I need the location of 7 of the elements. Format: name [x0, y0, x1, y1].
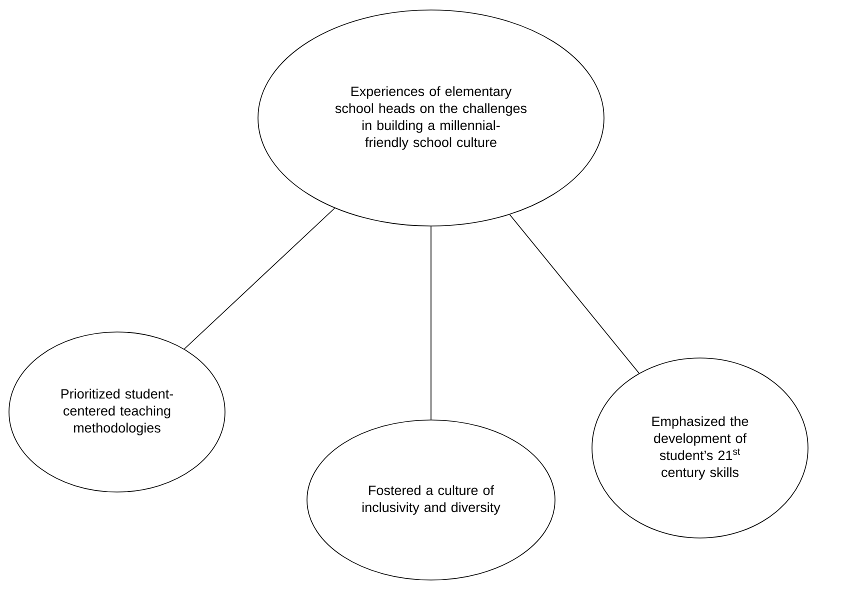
- connector-line: [430, 226, 432, 420]
- ellipse-node: Emphasized the development of student’s 21$^{st}$ century skills: [592, 358, 808, 538]
- ellipse-node: Fostered a culture of inclusivity and diversity: [306, 420, 556, 580]
- connector-line: [509, 214, 640, 374]
- connector-line: [184, 208, 336, 350]
- ellipse-node: Prioritized student- centered teaching methodologies: [8, 332, 226, 492]
- ellipse-node: Experiences of elementary school heads on the challenges in building a millennial-friendly school culture: [258, 10, 604, 226]
